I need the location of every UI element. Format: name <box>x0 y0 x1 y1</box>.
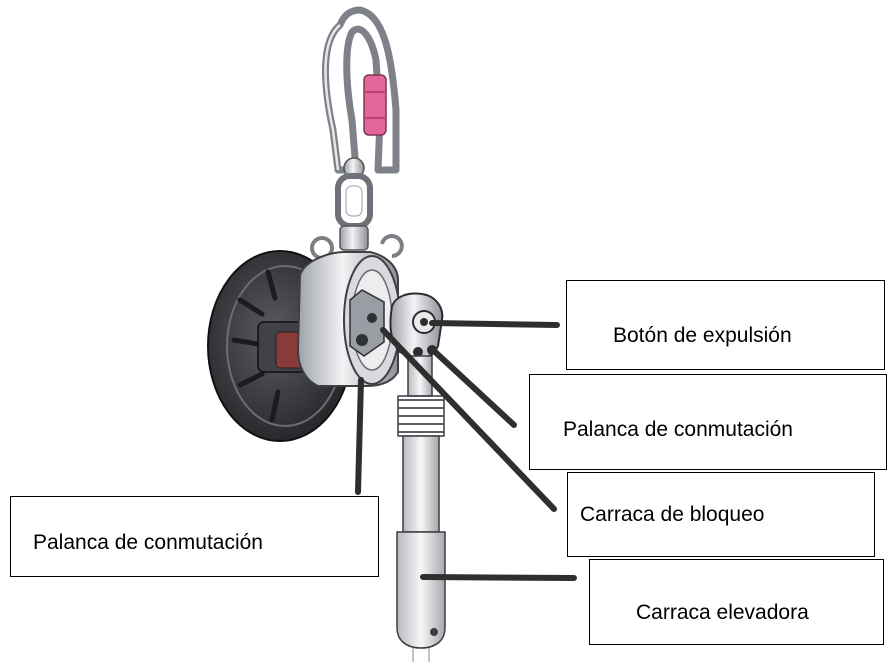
leader-line-boton-expulsion <box>429 320 560 328</box>
label-palanca-conmutacion-left: Palanca de conmutación <box>10 496 379 577</box>
leader-line-palanca-izquierda <box>355 377 364 495</box>
label-boton-expulsion: Botón de expulsión <box>566 280 885 370</box>
leader-line-palanca-derecha <box>430 347 517 428</box>
leader-line-carraca-bloqueo <box>380 327 557 512</box>
label-carraca-elevadora: Carraca elevadora <box>589 559 884 645</box>
swivel <box>310 157 404 260</box>
label-text: Carraca de bloqueo <box>580 502 765 526</box>
ratchet-lever <box>396 355 446 662</box>
label-text: Palanca de conmutación <box>563 418 793 441</box>
leader-lines <box>355 320 577 581</box>
label-text: Botón de expulsión <box>613 324 792 347</box>
carabiner <box>321 6 400 174</box>
label-carraca-bloqueo: Carraca de bloqueo <box>567 472 875 557</box>
label-text: Palanca de conmutación <box>33 530 263 554</box>
carabiner-gate <box>363 74 387 136</box>
label-palanca-conmutacion-right: Palanca de conmutación <box>529 374 887 470</box>
label-text: Carraca elevadora <box>636 601 809 624</box>
leader-line-carraca-elevadora <box>420 574 577 581</box>
housing <box>296 251 401 387</box>
